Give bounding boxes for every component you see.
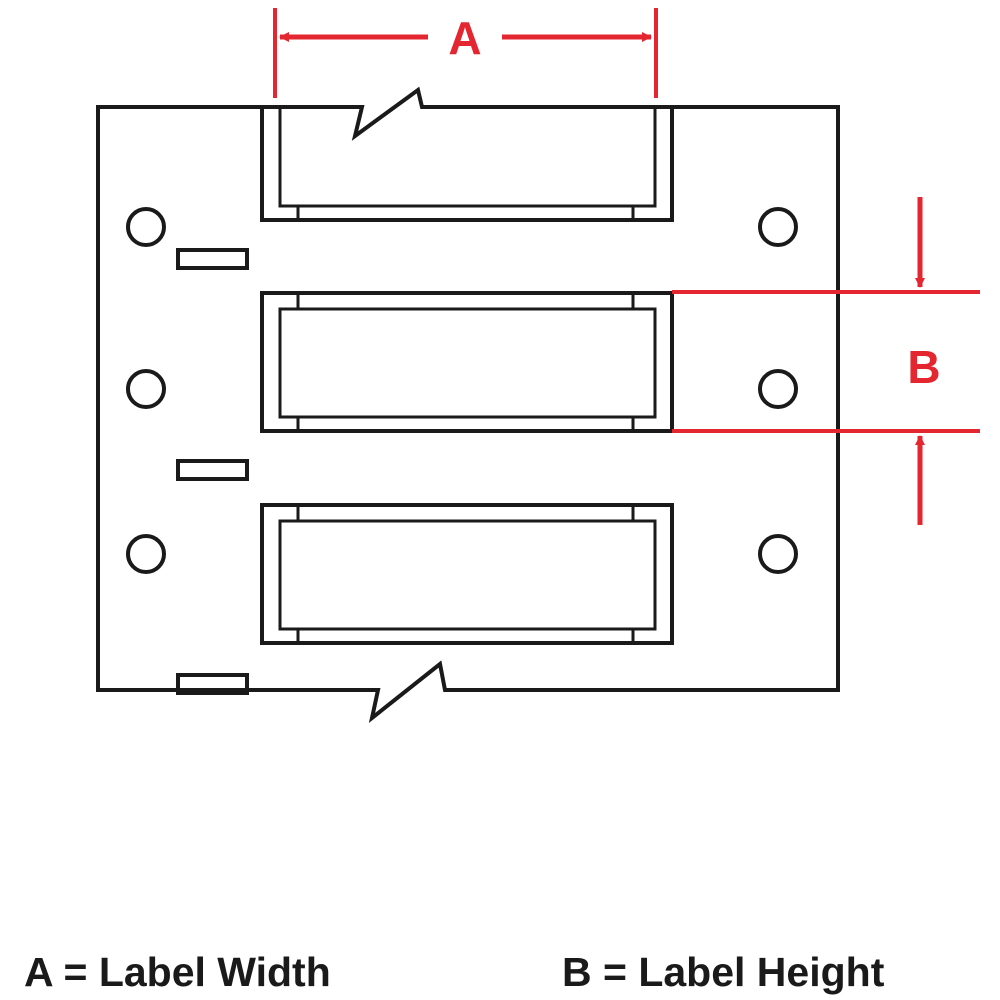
dimension-b: B	[672, 197, 980, 525]
label-bottom	[260, 503, 674, 645]
liner-outline	[96, 86, 840, 724]
label-middle	[260, 291, 674, 433]
registration-slot	[176, 459, 249, 481]
sprocket-hole	[126, 534, 166, 574]
legend-label-height: B = Label Height	[562, 949, 885, 995]
sprocket-hole	[126, 207, 166, 247]
sprocket-hole	[126, 369, 166, 409]
legend-label-width: A = Label Width	[24, 949, 331, 995]
sprocket-hole	[758, 369, 798, 409]
registration-slot	[176, 248, 249, 270]
sprocket-hole	[758, 534, 798, 574]
dimension-a-letter: A	[448, 12, 481, 64]
dimension-b-letter: B	[907, 341, 940, 393]
registration-slot	[176, 673, 249, 695]
sprocket-hole	[758, 207, 798, 247]
label-top	[260, 107, 674, 222]
dimension-a: A	[273, 8, 658, 98]
